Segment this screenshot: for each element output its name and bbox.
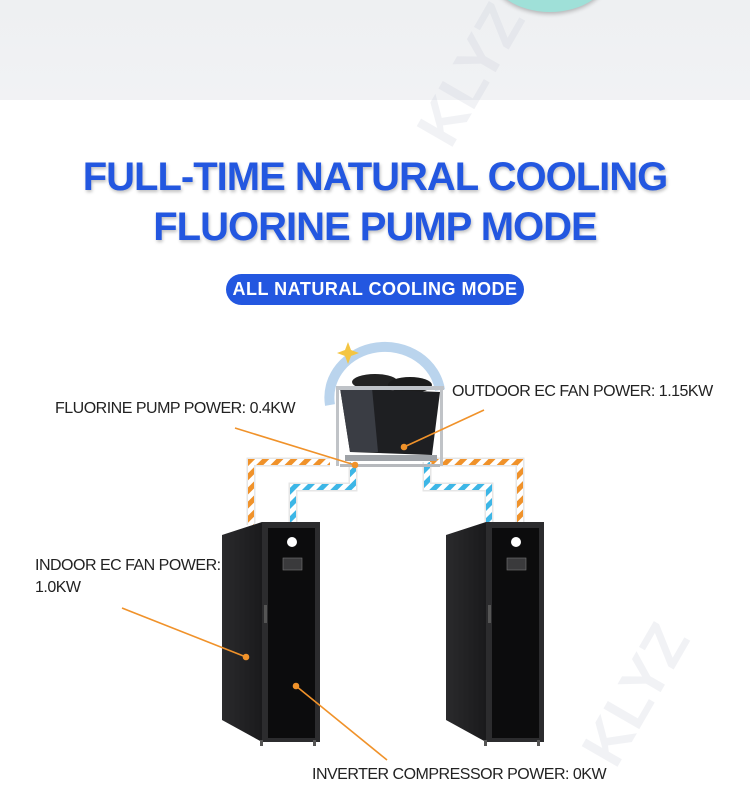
outdoor-condenser-unit	[336, 374, 444, 467]
callout-indoor-fan-power-line1: INDOOR EC FAN POWER:	[35, 557, 221, 574]
indoor-cabinet-left	[222, 522, 320, 746]
callout-leader-lines	[121, 409, 485, 761]
callout-fluorine-pump-power: FLUORINE PUMP POWER: 0.4KW	[55, 400, 296, 417]
indoor-cabinet-right	[446, 522, 544, 746]
page-title-line2: FLUORINE PUMP MODE	[153, 205, 598, 249]
refrigerant-pipe-hot	[246, 457, 525, 525]
callout-inverter-compressor-power: INVERTER COMPRESSOR POWER: 0KW	[312, 766, 607, 783]
top-banner-band	[0, 0, 750, 100]
refrigerant-pipe-cold	[288, 462, 494, 525]
page-title-line1: FULL-TIME NATURAL COOLING	[82, 155, 669, 199]
callout-indoor-fan-power-line2: 1.0KW	[35, 579, 81, 596]
mode-badge: ALL NATURAL COOLING MODE	[226, 274, 524, 305]
klyz-watermark-logo	[324, 341, 445, 406]
callout-outdoor-fan-power: OUTDOOR EC FAN POWER: 1.15KW	[452, 383, 713, 400]
